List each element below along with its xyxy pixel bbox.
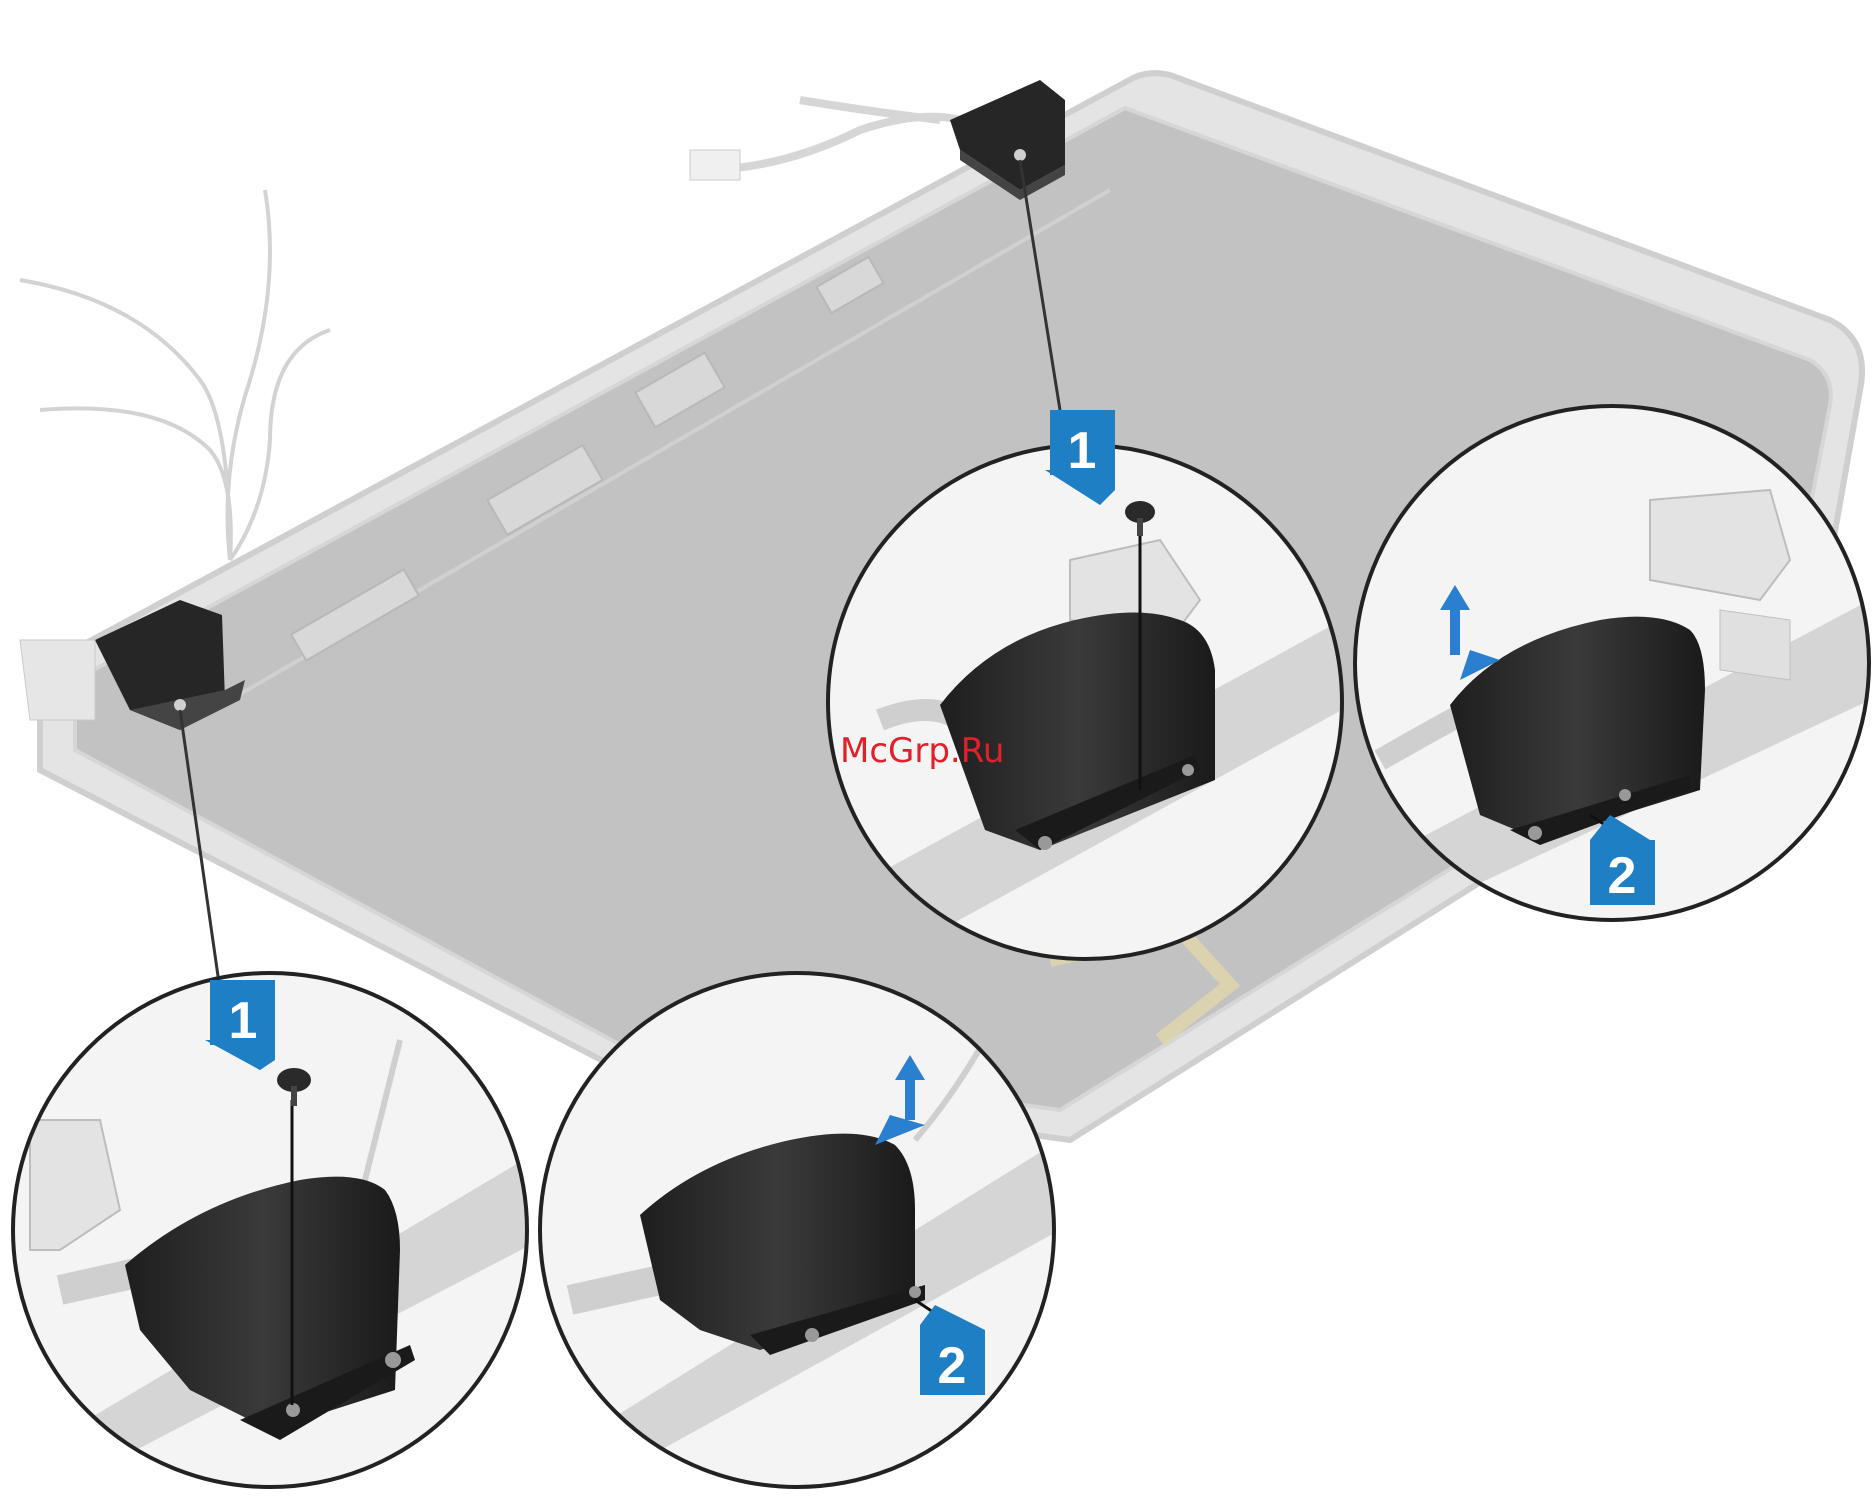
screw-hole bbox=[1014, 149, 1026, 161]
cable-connector bbox=[690, 150, 740, 180]
svg-text:2: 2 bbox=[1608, 847, 1637, 905]
antenna-cables bbox=[20, 190, 330, 560]
screw-hole bbox=[174, 699, 186, 711]
svg-text:1: 1 bbox=[229, 992, 258, 1050]
svg-text:1: 1 bbox=[1068, 422, 1097, 480]
svg-text:2: 2 bbox=[938, 1337, 967, 1395]
watermark: McGrp.Ru bbox=[840, 731, 1004, 771]
hinge-bracket bbox=[1650, 490, 1790, 600]
left-hinge bbox=[20, 640, 95, 720]
